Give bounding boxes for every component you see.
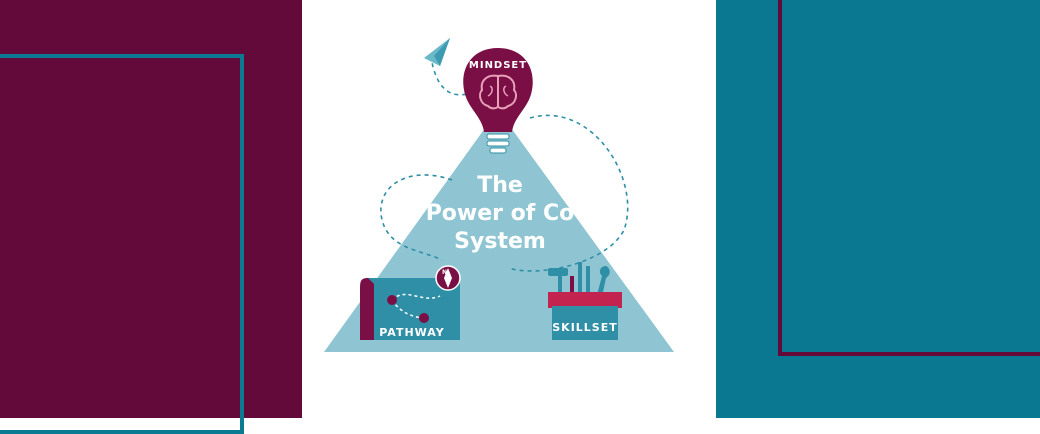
compass-icon: [435, 265, 461, 291]
right-frame-border: [778, 0, 1040, 356]
left-background-panel: [0, 0, 302, 434]
title-line-3: System: [454, 229, 546, 254]
skillset-label: SKILLSET: [552, 321, 618, 334]
paper-plane-icon: [424, 38, 450, 66]
pathway-label: PATHWAY: [379, 326, 445, 339]
lightbulb-brain-icon: [463, 48, 533, 154]
title-line-2: Power of Co: [426, 201, 575, 226]
compass-letter: N: [442, 269, 447, 276]
right-background-panel: [716, 0, 1040, 418]
title-line-1: The: [477, 173, 523, 198]
left-frame-border: [0, 54, 244, 434]
left-loop-path: [380, 174, 453, 261]
co-system-diagram: MINDSET The Power of Co System N PATHWAY…: [324, 38, 674, 352]
mindset-label: MINDSET: [469, 60, 527, 71]
toolbox-icon: [548, 262, 622, 340]
